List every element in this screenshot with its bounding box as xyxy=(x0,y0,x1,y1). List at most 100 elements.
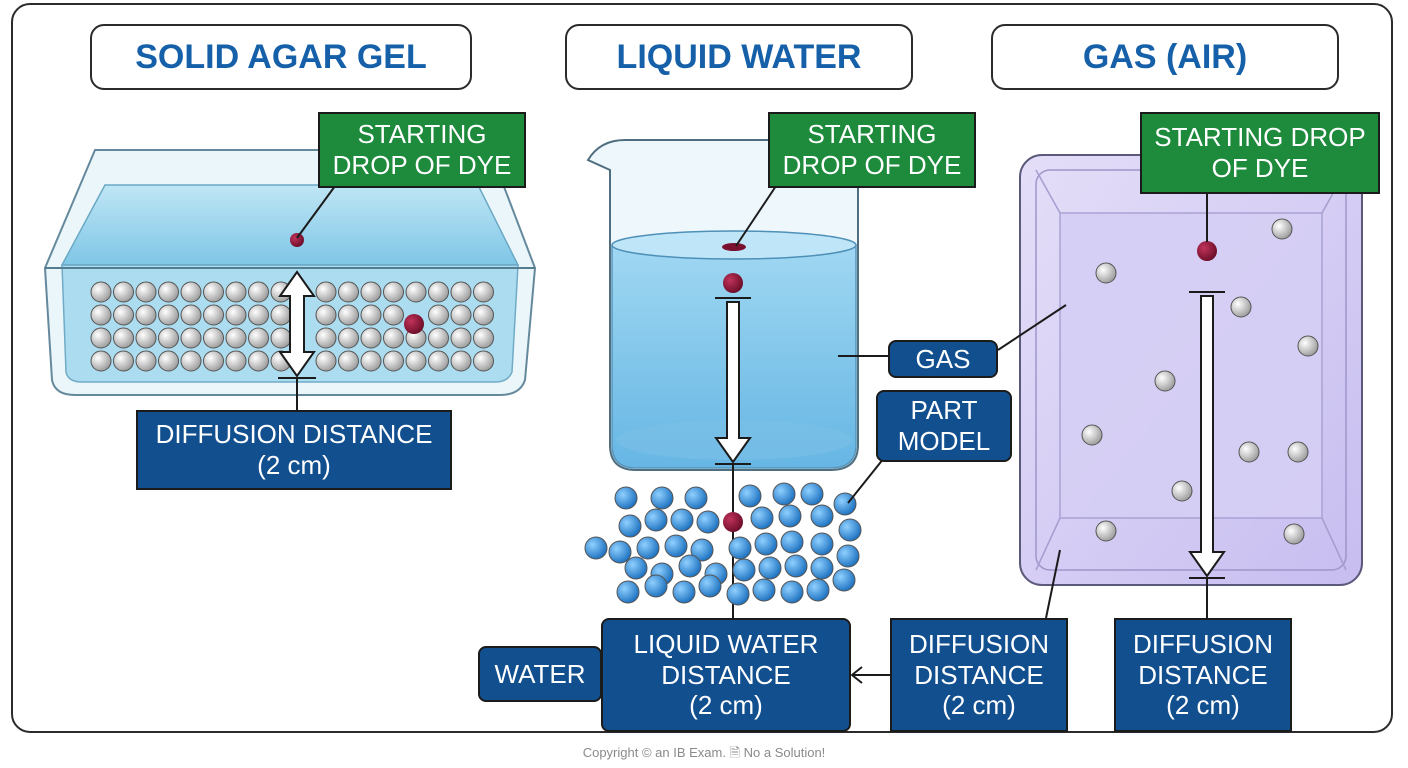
gas-particle xyxy=(1154,370,1176,392)
agar-particle xyxy=(135,304,157,326)
agar-particle xyxy=(315,350,337,372)
agar-dye-pointer xyxy=(296,181,339,239)
gas-particle xyxy=(1095,520,1117,542)
agar-particle xyxy=(473,350,494,372)
gas-distance-arrow xyxy=(1188,291,1226,618)
agar-particle xyxy=(383,327,404,349)
agar-particle xyxy=(383,304,404,326)
agar-particle xyxy=(90,281,112,303)
water-dye-particle xyxy=(723,512,743,532)
gas-particle xyxy=(1283,523,1305,545)
water-particle xyxy=(836,544,860,568)
agar-particle xyxy=(360,304,382,326)
gas-dye-label: STARTING DROP OF DYE xyxy=(1140,112,1380,194)
agar-particle xyxy=(90,350,112,372)
gas-particle xyxy=(1230,296,1252,318)
agar-particle xyxy=(270,304,292,326)
part-model-pointer xyxy=(847,457,885,504)
water-particle xyxy=(696,510,720,534)
water-particle xyxy=(636,536,660,560)
water-tag: WATER xyxy=(478,646,602,702)
gas-particle xyxy=(1171,480,1193,502)
agar-particle xyxy=(158,281,179,303)
gas-dye-particle xyxy=(1197,241,1217,261)
gas-distance-label: DIFFUSION DISTANCE (2 cm) xyxy=(1114,618,1292,732)
agar-particle xyxy=(158,327,179,349)
water-particle xyxy=(644,574,668,598)
liquid-dye-particle xyxy=(723,273,743,293)
agar-particle xyxy=(248,327,269,349)
water-particle xyxy=(732,558,756,582)
agar-particle xyxy=(158,350,179,372)
water-particle xyxy=(672,580,696,604)
agar-particle xyxy=(338,304,359,326)
liquid-dye-label: STARTING DROP OF DYE xyxy=(768,112,976,188)
solid-distance-label-line1: DIFFUSION DISTANCE xyxy=(155,419,433,450)
agar-particle xyxy=(203,327,224,349)
agar-particle xyxy=(450,327,472,349)
part-model-label: PART MODEL xyxy=(876,390,1012,462)
agar-particle xyxy=(428,281,449,303)
water-particle xyxy=(616,580,640,604)
agar-particle xyxy=(428,327,449,349)
agar-particle xyxy=(405,281,427,303)
liquid-dye-label-line2: DROP OF DYE xyxy=(782,150,962,180)
agar-particle xyxy=(473,327,494,349)
copyright-notice: Copyright © an IB Exam. 🗎 No a Solution! xyxy=(582,745,826,760)
water-particle xyxy=(806,578,830,602)
water-particle xyxy=(780,580,804,604)
agar-particle xyxy=(338,327,359,349)
gas-particle xyxy=(1095,262,1117,284)
water-particle xyxy=(684,486,708,510)
agar-particle xyxy=(158,304,179,326)
panel-title-liquid: LIQUID WATER xyxy=(565,24,913,90)
agar-distance-arrow xyxy=(278,270,316,410)
agar-particle xyxy=(203,350,224,372)
water-particle xyxy=(750,506,774,530)
agar-dye-particle xyxy=(404,314,424,334)
water-particle xyxy=(754,532,778,556)
agar-particle xyxy=(450,304,472,326)
middle-distance-line3: (2 cm) xyxy=(942,690,1016,721)
agar-particle xyxy=(113,281,134,303)
agar-particle xyxy=(450,281,472,303)
agar-particle xyxy=(383,281,404,303)
agar-particle xyxy=(248,281,269,303)
agar-particle xyxy=(428,304,449,326)
agar-particle xyxy=(248,304,269,326)
water-particle xyxy=(670,508,694,532)
gas-dye-label-line1: STARTING DROP xyxy=(1154,122,1366,153)
agar-particle xyxy=(360,350,382,372)
middle-distance-line2: DISTANCE xyxy=(914,659,1044,690)
liquid-distance-label: LIQUID WATER DISTANCE (2 cm) xyxy=(601,618,851,732)
water-particle xyxy=(690,538,714,562)
water-particle xyxy=(618,514,642,538)
gas-particles xyxy=(1081,218,1319,545)
middle-distance-pointer xyxy=(1045,549,1061,619)
water-particle xyxy=(650,486,674,510)
water-particle-cluster xyxy=(584,482,862,606)
agar-particle xyxy=(225,281,247,303)
water-particle xyxy=(778,504,802,528)
middle-to-liquid-arrow xyxy=(850,666,890,684)
gas-particle xyxy=(1271,218,1293,240)
middle-distance-line1: DIFFUSION xyxy=(908,628,1050,659)
agar-particle xyxy=(473,281,494,303)
gas-tag: GAS xyxy=(888,340,998,378)
panel-title-solid: SOLID AGAR GEL xyxy=(90,24,472,90)
agar-particle xyxy=(383,350,404,372)
water-particle xyxy=(758,556,782,580)
water-particle xyxy=(698,574,722,598)
liquid-distance-line3: (2 cm) xyxy=(689,690,763,721)
agar-particle xyxy=(225,304,247,326)
agar-particle xyxy=(338,350,359,372)
agar-particle xyxy=(113,350,134,372)
agar-particle xyxy=(113,327,134,349)
gas-distance-line2: DISTANCE xyxy=(1138,659,1268,690)
liquid-dye-drop xyxy=(722,243,746,251)
agar-particle xyxy=(360,281,382,303)
agar-particle xyxy=(180,327,202,349)
water-particle xyxy=(644,508,668,532)
gas-tag-pointer-right xyxy=(997,304,1067,351)
beaker xyxy=(586,139,859,471)
